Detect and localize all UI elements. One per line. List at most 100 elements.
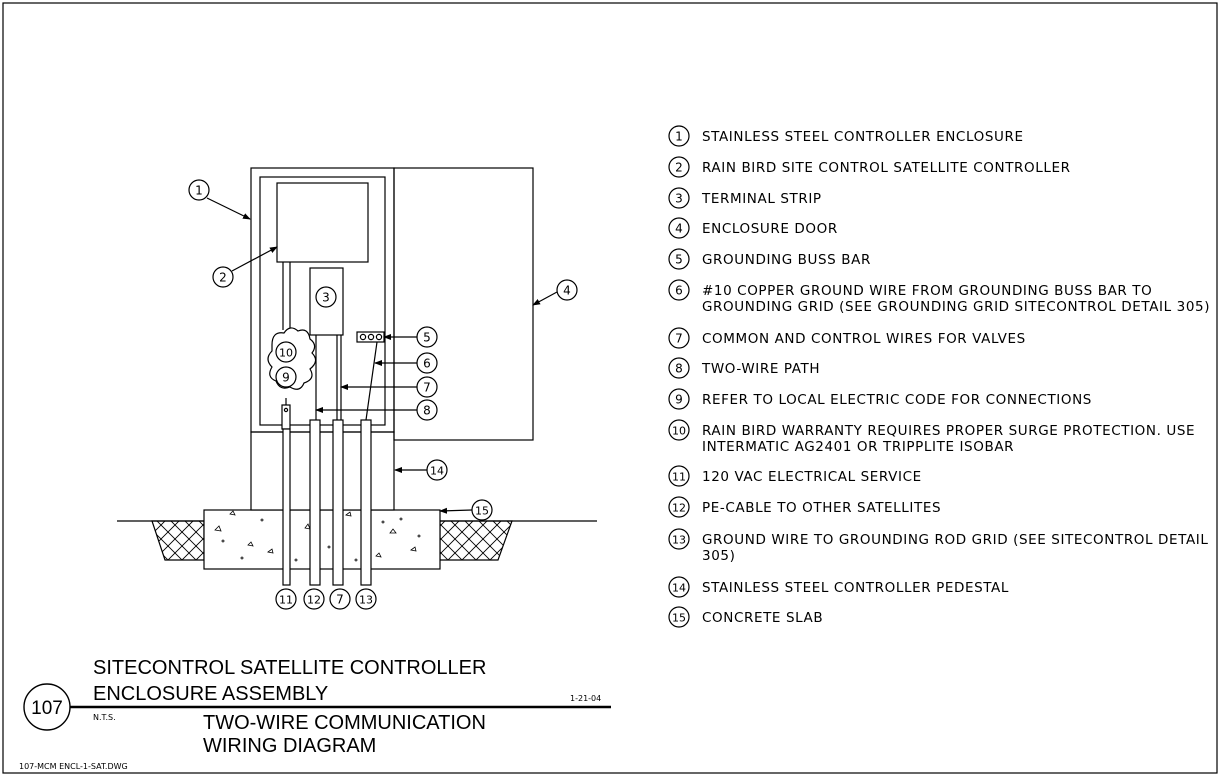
svg-text:5: 5 (423, 331, 431, 345)
legend-text: RAIN BIRD WARRANTY REQUIRES PROPER SURGE… (702, 423, 1195, 439)
legend-text: 120 VAC ELECTRICAL SERVICE (702, 469, 922, 485)
leader-15 (439, 507, 473, 514)
legend-number-circle (668, 357, 690, 379)
legend-text: REFER TO LOCAL ELECTRIC CODE FOR CONNECT… (702, 392, 1092, 408)
legend-item-15: 15 CONCRETE SLAB (668, 606, 823, 628)
svg-text:9: 9 (282, 371, 290, 385)
legend-number: 13 (672, 534, 686, 547)
callout-12: 12 (303, 588, 325, 610)
legend-number-circle (668, 496, 690, 518)
legend-item-13: 13 GROUND WIRE TO GROUNDING ROD GRID (SEE… (668, 528, 1209, 564)
ground-wire (365, 341, 378, 421)
callout-5: 5 (416, 326, 438, 348)
legend-number-circle (668, 125, 690, 147)
legend-text: GROUNDING BUSS BAR (702, 252, 871, 268)
svg-text:2: 2 (219, 271, 227, 285)
legend-number: 9 (675, 393, 683, 407)
soil-hatch-left (151, 520, 205, 561)
legend-number: 12 (672, 502, 686, 515)
legend-item-10: 10 RAIN BIRD WARRANTY REQUIRES PROPER SUR… (668, 419, 1195, 455)
callout-14: 14 (426, 459, 448, 481)
outlet-contact (283, 407, 289, 413)
detail-number-circle (23, 683, 71, 731)
callout-8: 8 (416, 399, 438, 421)
legend-number: 3 (675, 192, 683, 206)
legend-item-9: 9 REFER TO LOCAL ELECTRIC CODE FOR CONNEC… (668, 388, 1092, 410)
legend-number-circle (668, 327, 690, 349)
svg-text:1: 1 (195, 184, 203, 198)
legend-text: GROUND WIRE TO GROUNDING ROD GRID (SEE S… (702, 532, 1209, 548)
legend-number-circle (668, 187, 690, 209)
buss-bar-screw (375, 333, 383, 341)
leader-4 (532, 291, 558, 306)
callout-9: 9 (275, 366, 297, 388)
callout-6: 6 (416, 352, 438, 374)
callout-11: 11 (275, 588, 297, 610)
legend-item-2: 2 RAIN BIRD SITE CONTROL SATELLITE CONTRO… (668, 156, 1071, 178)
grounding-buss-bar (356, 331, 385, 343)
detail-number: 107 (31, 698, 63, 719)
legend-item-5: 5 GROUNDING BUSS BAR (668, 248, 871, 270)
file-name: 107-MCM ENCL-1-SAT.DWG (19, 762, 128, 771)
drawing-callouts: 1 2 3 4 5 6 7 8 10 9 14 15 11 12 7 13 (188, 179, 578, 610)
legend-text: ENCLOSURE DOOR (702, 221, 838, 237)
legend-text: 305) (702, 548, 735, 564)
legend-text: STAINLESS STEEL CONTROLLER ENCLOSURE (702, 129, 1024, 145)
enclosure-inner-panel (259, 176, 386, 426)
callout-4: 4 (556, 279, 578, 301)
svg-text:6: 6 (423, 357, 431, 371)
leader-2 (231, 246, 278, 272)
soil-hatch-right (439, 520, 513, 561)
callout-15: 15 (471, 499, 493, 521)
legend-number: 7 (675, 332, 683, 346)
svg-text:7: 7 (423, 381, 431, 395)
leader-1 (206, 197, 251, 220)
svg-text:4: 4 (563, 284, 571, 298)
svg-text:11: 11 (279, 594, 293, 607)
legend-text: RAIN BIRD SITE CONTROL SATELLITE CONTROL… (702, 160, 1071, 176)
legend-number-circle (668, 217, 690, 239)
conduit-valve-wires (332, 419, 344, 586)
callout-7: 7 (416, 376, 438, 398)
subtitle-line-2: WIRING DIAGRAM (203, 735, 376, 757)
legend-text: STAINLESS STEEL CONTROLLER PEDESTAL (702, 580, 1009, 596)
subtitle-line-1: TWO-WIRE COMMUNICATION (203, 712, 486, 734)
drawing-date: 1-21-04 (570, 694, 601, 703)
legend-number: 1 (675, 130, 683, 144)
concrete-aggregate (214, 510, 421, 562)
svg-text:8: 8 (423, 404, 431, 418)
legend-text: CONCRETE SLAB (702, 610, 823, 626)
legend-number-circle (668, 156, 690, 178)
legend-number: 8 (675, 362, 683, 376)
legend-number-circle (668, 465, 690, 487)
conduit-120vac (282, 428, 291, 586)
callout-7-bottom: 7 (329, 588, 351, 610)
title-line-1: SITECONTROL SATELLITE CONTROLLER (93, 657, 486, 679)
legend-number: 2 (675, 161, 683, 175)
legend-number: 5 (675, 253, 683, 267)
legend-number: 6 (675, 284, 683, 298)
buss-bar-screw (359, 333, 367, 341)
svg-text:12: 12 (307, 594, 321, 607)
callout-1: 1 (188, 179, 210, 201)
enclosure-drawing (117, 167, 597, 586)
legend-number: 15 (672, 612, 686, 625)
callout-2: 2 (212, 266, 234, 288)
title-line-2: ENCLOSURE ASSEMBLY (93, 683, 328, 705)
callout-10: 10 (275, 341, 297, 363)
legend-text: #10 COPPER GROUND WIRE FROM GROUNDING BU… (702, 283, 1152, 299)
legend-number-circle (668, 606, 690, 628)
conduit-pe-cable (309, 419, 321, 586)
legend-number: 10 (672, 425, 686, 438)
conduit-ground-wire (360, 419, 372, 586)
satellite-controller (276, 182, 369, 263)
title-block: SITECONTROL SATELLITE CONTROLLER ENCLOSU… (19, 657, 611, 771)
legend-number-circle (668, 388, 690, 410)
legend-number-circle (668, 576, 690, 598)
legend-number-circle (668, 528, 690, 550)
